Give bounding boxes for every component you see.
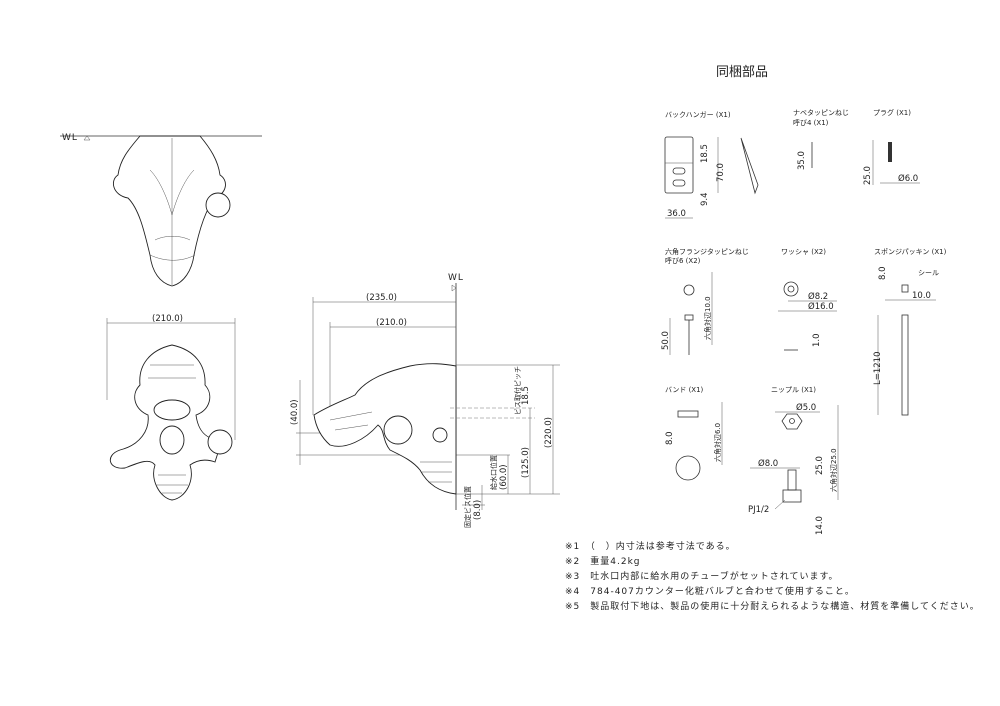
- screw-pitch-label: ビス取付ピッチ: [513, 366, 522, 415]
- dim: 六角対辺25.0: [829, 448, 838, 492]
- fix-screw-dim: (8.0): [473, 500, 483, 520]
- part-pan-screw: ナベタッピンねじ 呼び4 (X1) 35.0: [793, 108, 849, 170]
- note: ※1 （ ）内寸法は参考寸法である。: [565, 540, 736, 552]
- dim: Ø16.0: [808, 301, 834, 312]
- thread-label: PJ1/2: [748, 505, 769, 515]
- part-name: ワッシャ (X2): [781, 248, 826, 256]
- part-hex-screw: 六角フランジタッピンねじ 呼び6 (X2) 50.0 六角対辺10.0: [661, 247, 749, 355]
- wl-label-top: WL: [62, 133, 78, 143]
- part-plug: プラグ (X1) 25.0 Ø6.0: [863, 108, 920, 185]
- dim-235: (235.0): [366, 293, 397, 303]
- part-name: プラグ (X1): [873, 108, 911, 117]
- dim: 14.0: [815, 516, 825, 535]
- fix-screw-label: 固定ビス位置: [463, 486, 472, 528]
- part-sponge-packing: スポンジパッキン (X1) シール 8.0 10.0 L=1210: [873, 248, 947, 416]
- part-name: ナベタッピンねじ: [793, 108, 849, 117]
- dim: 9.4: [700, 192, 710, 206]
- dragon-side-illustration: [313, 363, 457, 495]
- part-back-hanger: バックハンガー (X1) 18.5 70.0 9.4 36.0: [664, 110, 759, 219]
- dim: 8.0: [665, 431, 675, 445]
- part-nipple: ニップル (X1) Ø5.0 Ø8.0 25.0 六角対辺25.0 14.0 P…: [748, 386, 839, 535]
- top-view: WL: [60, 133, 262, 287]
- wl-marker-icon: [83, 135, 91, 141]
- dim: 8.0: [878, 266, 888, 280]
- dim-125: (125.0): [521, 447, 531, 478]
- screw-pitch-dim: 18.5: [521, 386, 531, 405]
- part-size: 呼び4 (X1): [793, 118, 829, 127]
- side-view: WL (235.0) (210.0) (40.0) (220.0) (125.0…: [290, 273, 560, 528]
- part-washer: ワッシャ (X2) Ø8.2 Ø16.0 1.0: [778, 248, 837, 351]
- dragon-top-illustration: [112, 135, 231, 287]
- dim: 1.0: [812, 333, 822, 347]
- dim: 10.0: [912, 291, 931, 301]
- wl-marker-icon: [451, 284, 457, 292]
- part-name: 六角フランジタッピンねじ: [665, 247, 749, 256]
- wl-label-side: WL: [448, 273, 464, 283]
- dim: Ø6.0: [898, 173, 918, 184]
- page-title: 同梱部品: [716, 65, 768, 80]
- part-name: スポンジパッキン (X1): [874, 248, 947, 256]
- seal-label: シール: [918, 269, 939, 277]
- dim: L=1210: [873, 352, 883, 386]
- inlet-label: 給水口位置: [489, 455, 498, 490]
- dim: Ø8.0: [758, 458, 778, 469]
- part-name: バンド (X1): [665, 386, 704, 394]
- part-band: バンド (X1) 8.0 六角対辺6.0: [665, 386, 723, 481]
- dim: 36.0: [667, 209, 686, 219]
- notes: ※1 （ ）内寸法は参考寸法である。 ※2 重量4.2kg ※3 吐水口内部に給…: [565, 540, 980, 612]
- note: ※4 784-407カウンター化粧バルブと合わせて使用すること。: [565, 585, 855, 597]
- dim: Ø5.0: [796, 402, 816, 413]
- dim: 六角対辺6.0: [713, 423, 722, 462]
- dim: 六角対辺10.0: [703, 296, 712, 340]
- part-size: 呼び6 (X2): [665, 256, 701, 265]
- part-name: バックハンガー (X1): [665, 110, 731, 119]
- note: ※3 吐水口内部に給水用のチューブがセットされています。: [565, 570, 839, 582]
- dim: 50.0: [661, 331, 671, 350]
- dim: 18.5: [700, 144, 710, 163]
- note: ※5 製品取付下地は、製品の使用に十分耐えられるような構造、材質を準備してくださ…: [565, 600, 980, 612]
- inlet-dim: (60.0): [499, 464, 509, 490]
- dim-210: (210.0): [376, 318, 407, 328]
- front-width-dim: (210.0): [152, 314, 183, 324]
- dim: 35.0: [797, 151, 807, 170]
- part-name: ニップル (X1): [771, 386, 816, 394]
- note: ※2 重量4.2kg: [565, 555, 641, 567]
- dim: 25.0: [863, 166, 873, 185]
- dim: 70.0: [716, 163, 726, 182]
- dim: Ø8.2: [808, 291, 828, 302]
- dim: 25.0: [815, 456, 825, 475]
- dim-220: (220.0): [544, 417, 554, 448]
- dragon-front-illustration: [110, 344, 233, 501]
- front-view: (210.0): [106, 314, 236, 501]
- dim-40: (40.0): [290, 399, 300, 425]
